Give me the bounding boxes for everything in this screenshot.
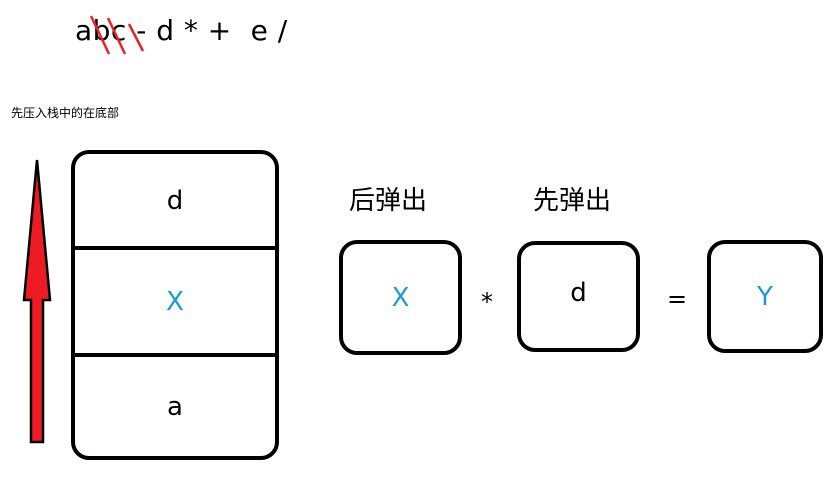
stack-divider	[75, 246, 275, 250]
expression-text: abc - d * + e /	[75, 14, 288, 47]
right-operand-box: d	[517, 241, 640, 352]
stack-cell-top: d	[166, 186, 184, 216]
multiply-operator: *	[481, 288, 493, 316]
pop-first-label: 先弹出	[533, 186, 612, 216]
equals-sign: =	[667, 285, 688, 313]
stack-cell-middle: X	[166, 287, 184, 317]
left-operand-box: X	[339, 240, 462, 355]
strikethrough-marks	[89, 15, 145, 55]
stack-note: 先压入栈中的在底部	[11, 106, 120, 120]
push-direction-arrow-icon	[22, 159, 52, 444]
stack-divider	[75, 353, 275, 357]
stack-container: d X a	[71, 150, 279, 460]
result-box: Y	[707, 240, 823, 353]
pop-later-label: 后弹出	[349, 186, 428, 216]
stack-cell-bottom: a	[167, 392, 183, 422]
